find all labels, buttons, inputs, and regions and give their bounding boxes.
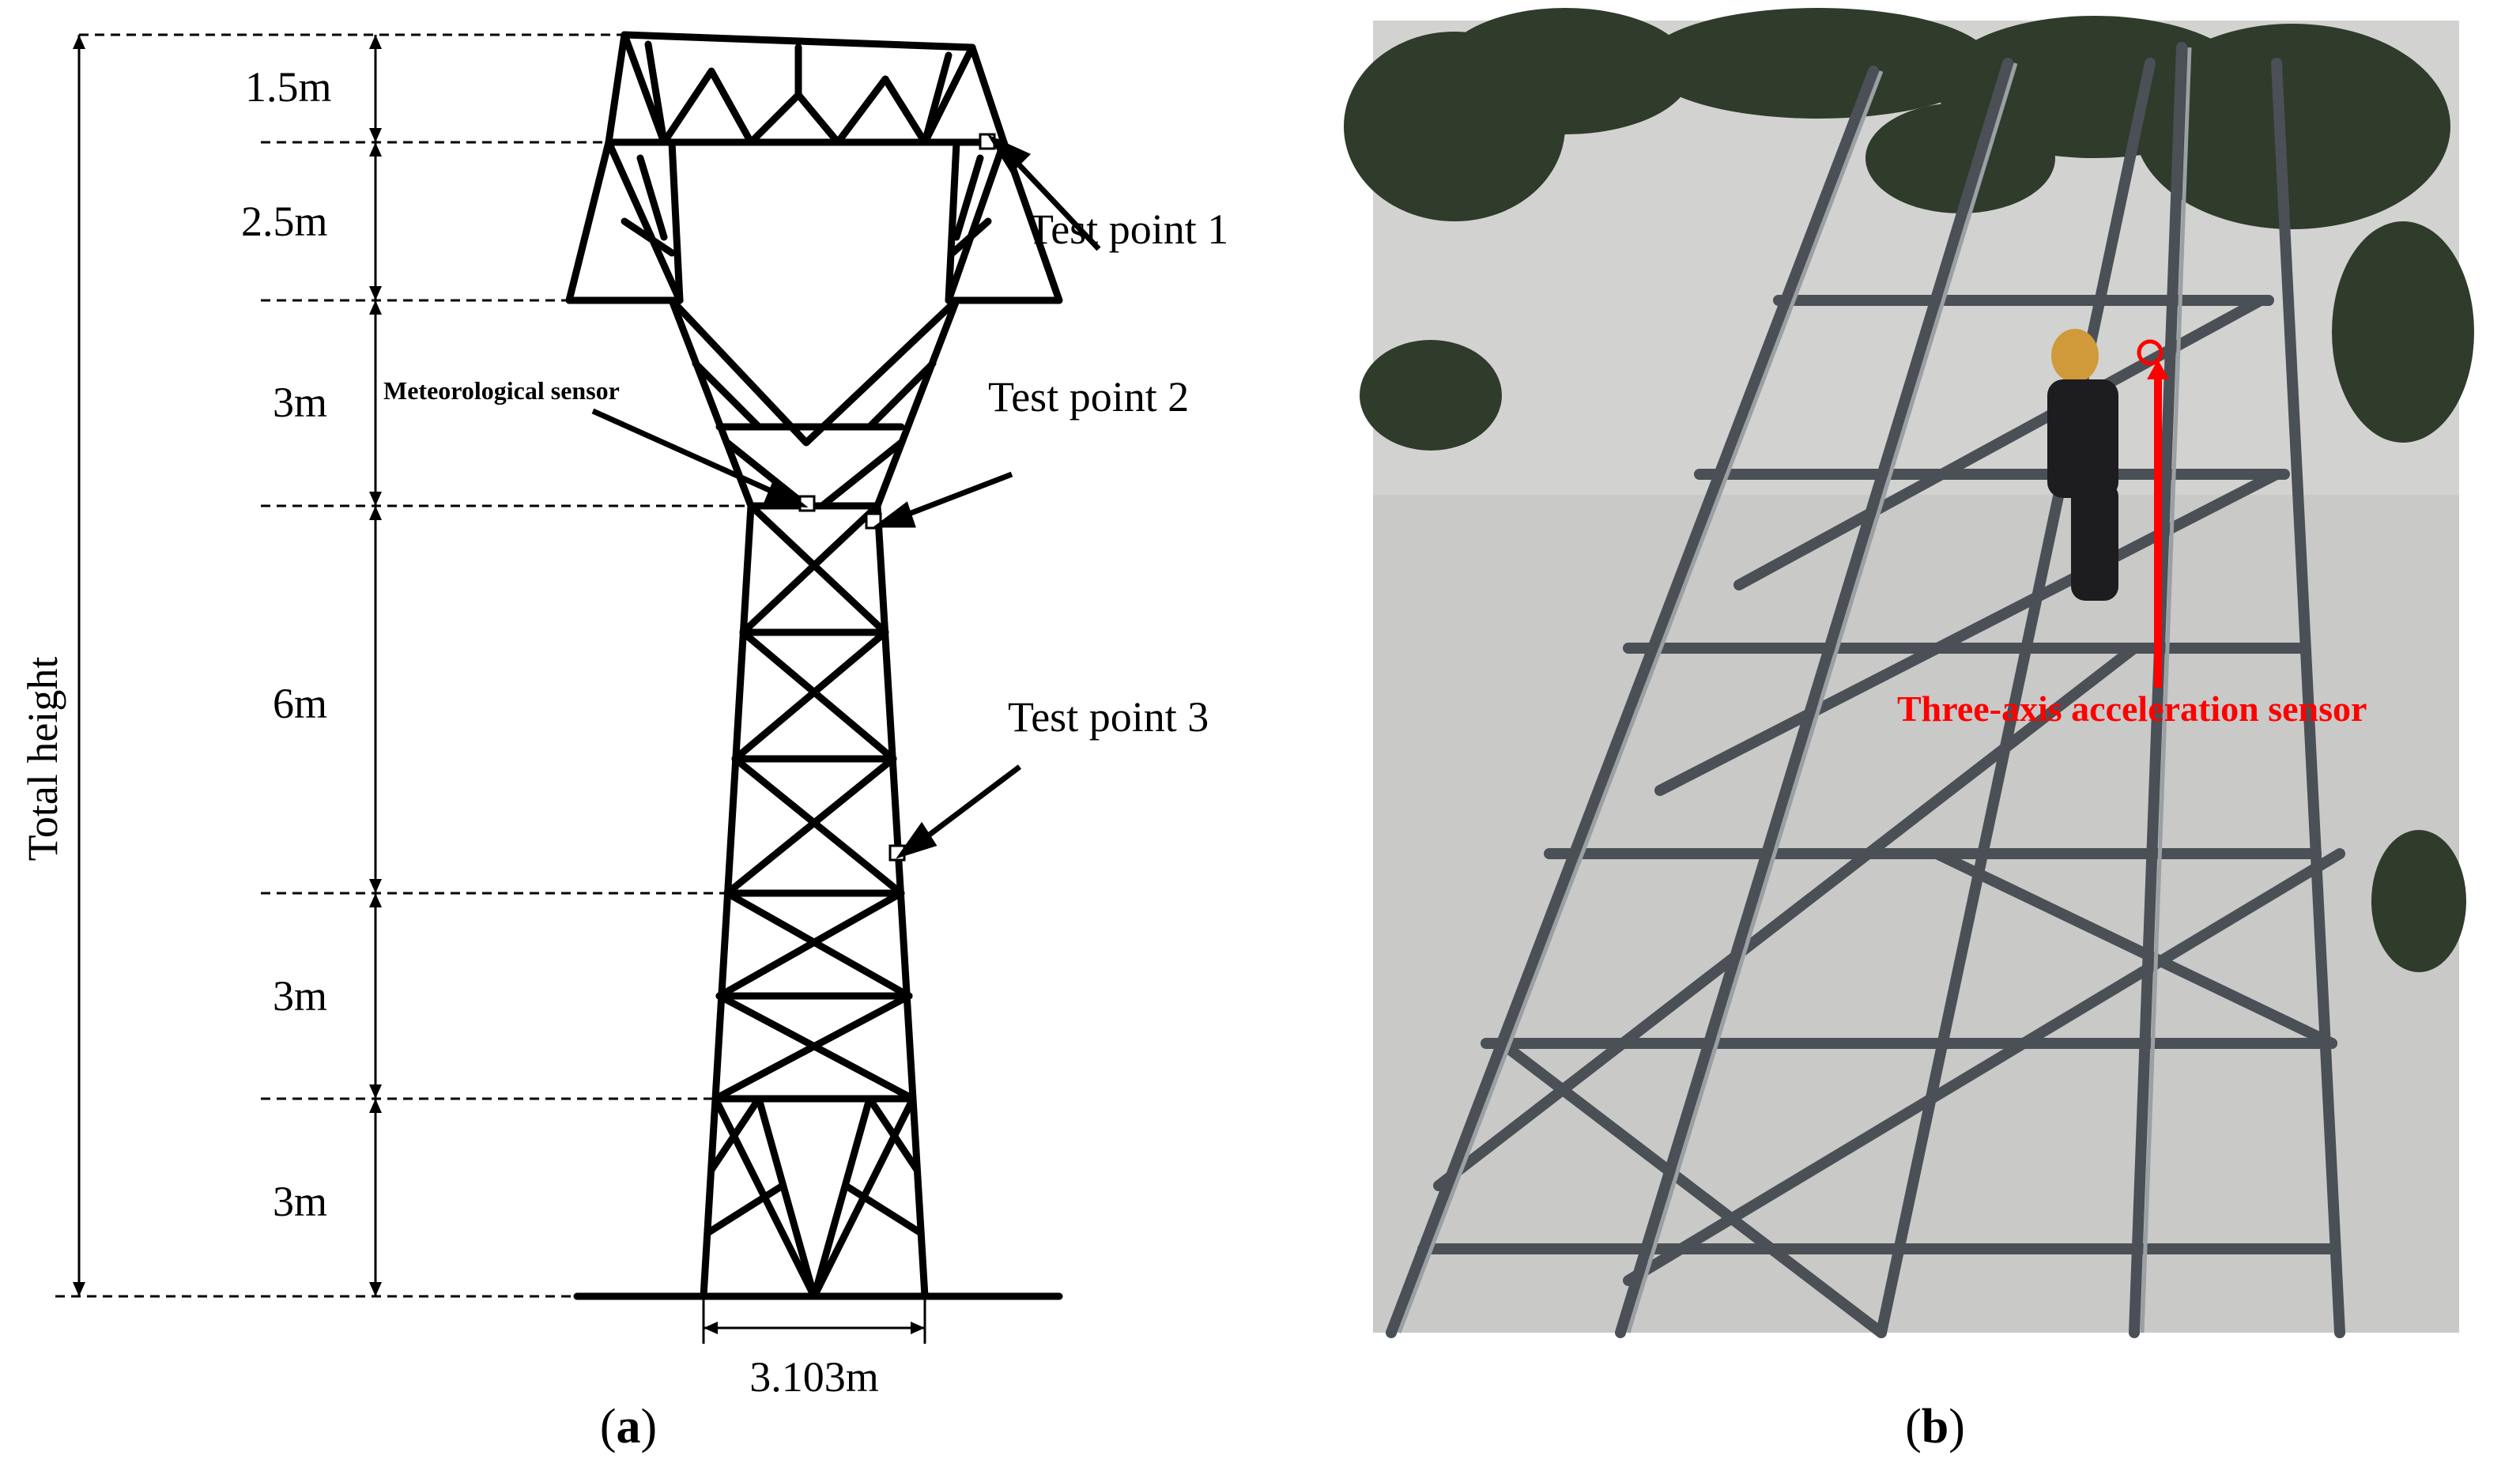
meteorological-sensor-label: Meteorological sensor	[383, 376, 620, 405]
dim-label-5: 3m	[273, 972, 327, 1020]
acceleration-sensor-label: Three-axis acceleration sensor	[1897, 688, 2367, 729]
dim-label-4: 6m	[273, 680, 327, 727]
dimension-lines	[55, 33, 926, 1344]
test-point-3-label: Test point 3	[1008, 693, 1209, 741]
pointer-arrows	[591, 134, 1101, 859]
sensor-markers	[798, 133, 996, 862]
caption-b: (b)	[1905, 1400, 1965, 1454]
dim-label-3: 3m	[273, 379, 327, 426]
dimension-arrowheads	[73, 35, 925, 1334]
acceleration-sensor-annotation: Three-axis acceleration sensor	[1897, 339, 2367, 729]
dim-label-6: 3m	[273, 1178, 327, 1225]
base-width-label: 3.103m	[749, 1353, 879, 1401]
dim-label-2: 2.5m	[241, 198, 328, 245]
total-height-label: Total height	[19, 657, 66, 862]
tower-photo	[1344, 8, 2474, 1338]
sensor-marker-circle	[2137, 339, 2164, 366]
test-point-2-label: Test point 2	[988, 373, 1189, 421]
test-point-1-label: Test point 1	[1028, 206, 1228, 253]
worker-silhouette	[2047, 329, 2118, 601]
tower-diagram	[565, 31, 1063, 1300]
dim-label-1: 1.5m	[245, 63, 332, 111]
caption-a: (a)	[600, 1400, 657, 1454]
